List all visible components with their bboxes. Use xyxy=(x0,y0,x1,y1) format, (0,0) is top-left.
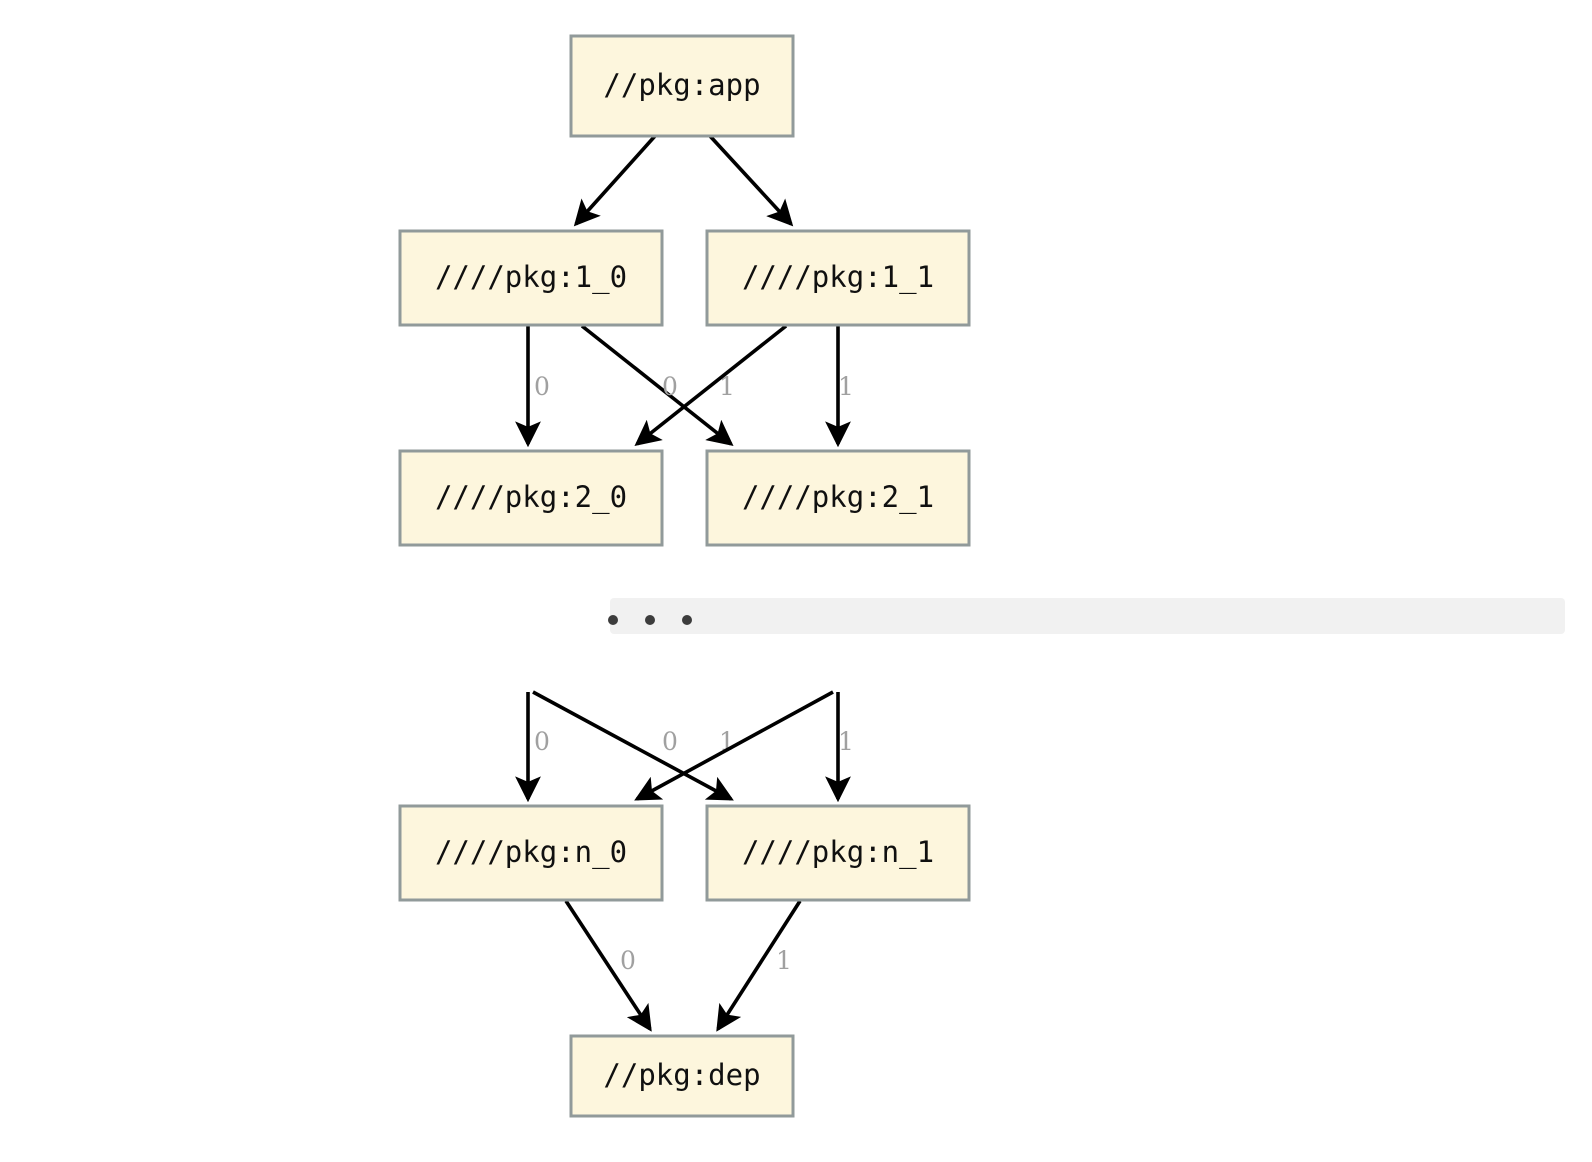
node-box[interactable] xyxy=(569,1034,795,1118)
graph-edge xyxy=(564,900,652,1032)
node-label: ////pkg:2_0 xyxy=(435,480,627,515)
graph-edge xyxy=(580,324,734,447)
node-label: //pkg:app xyxy=(603,68,760,102)
graph-node-dep[interactable]: //pkg:dep xyxy=(569,1034,795,1118)
node-box[interactable] xyxy=(398,804,664,902)
graph-edge xyxy=(532,690,734,801)
ellipsis-dot xyxy=(682,615,692,625)
node-label: ////pkg:n_1 xyxy=(742,835,934,870)
node-label: ////pkg:1_0 xyxy=(435,260,627,295)
graph-node-n1_0[interactable]: ////pkg:1_0 xyxy=(398,229,664,327)
node-box[interactable] xyxy=(705,804,971,902)
graph-node-nn_1[interactable]: ////pkg:n_1 xyxy=(705,804,971,902)
graph-edge xyxy=(716,900,802,1032)
edge-label: 0 xyxy=(662,372,678,401)
edge-label: 1 xyxy=(719,372,735,401)
graph-edge xyxy=(573,134,657,227)
graph-edge xyxy=(634,324,788,447)
node-box[interactable] xyxy=(705,229,971,327)
graph-node-n1_1[interactable]: ////pkg:1_1 xyxy=(705,229,971,327)
ellipsis-band xyxy=(610,598,1565,634)
ellipsis-dot xyxy=(608,615,618,625)
edge-label: 0 xyxy=(662,727,678,756)
graph-node-app[interactable]: //pkg:app xyxy=(569,34,795,138)
graph-node-n2_1[interactable]: ////pkg:2_1 xyxy=(705,449,971,547)
edge-label: 1 xyxy=(776,946,792,975)
node-label: //pkg:dep xyxy=(603,1058,760,1092)
ellipsis-dot xyxy=(645,615,655,625)
edge-label: 0 xyxy=(620,946,636,975)
ellipsis-separator xyxy=(608,598,1565,634)
node-label: ////pkg:n_0 xyxy=(435,835,627,870)
graph-node-n2_0[interactable]: ////pkg:2_0 xyxy=(398,449,664,547)
graph-node-nn_0[interactable]: ////pkg:n_0 xyxy=(398,804,664,902)
node-label: ////pkg:1_1 xyxy=(742,260,934,295)
graph-edge xyxy=(708,134,794,227)
edge-label: 1 xyxy=(838,372,854,401)
node-box[interactable] xyxy=(569,34,795,138)
node-box[interactable] xyxy=(398,229,664,327)
edge-label: 1 xyxy=(838,727,854,756)
nodes-layer: //pkg:app ////pkg:1_0 ////pkg:1_1 ////pkg:2… xyxy=(398,34,971,1118)
node-box[interactable] xyxy=(705,449,971,547)
graph-edge xyxy=(634,690,834,801)
node-label: ////pkg:2_1 xyxy=(742,480,934,515)
edge-label: 0 xyxy=(534,727,550,756)
node-box[interactable] xyxy=(398,449,664,547)
edge-label: 0 xyxy=(534,372,550,401)
